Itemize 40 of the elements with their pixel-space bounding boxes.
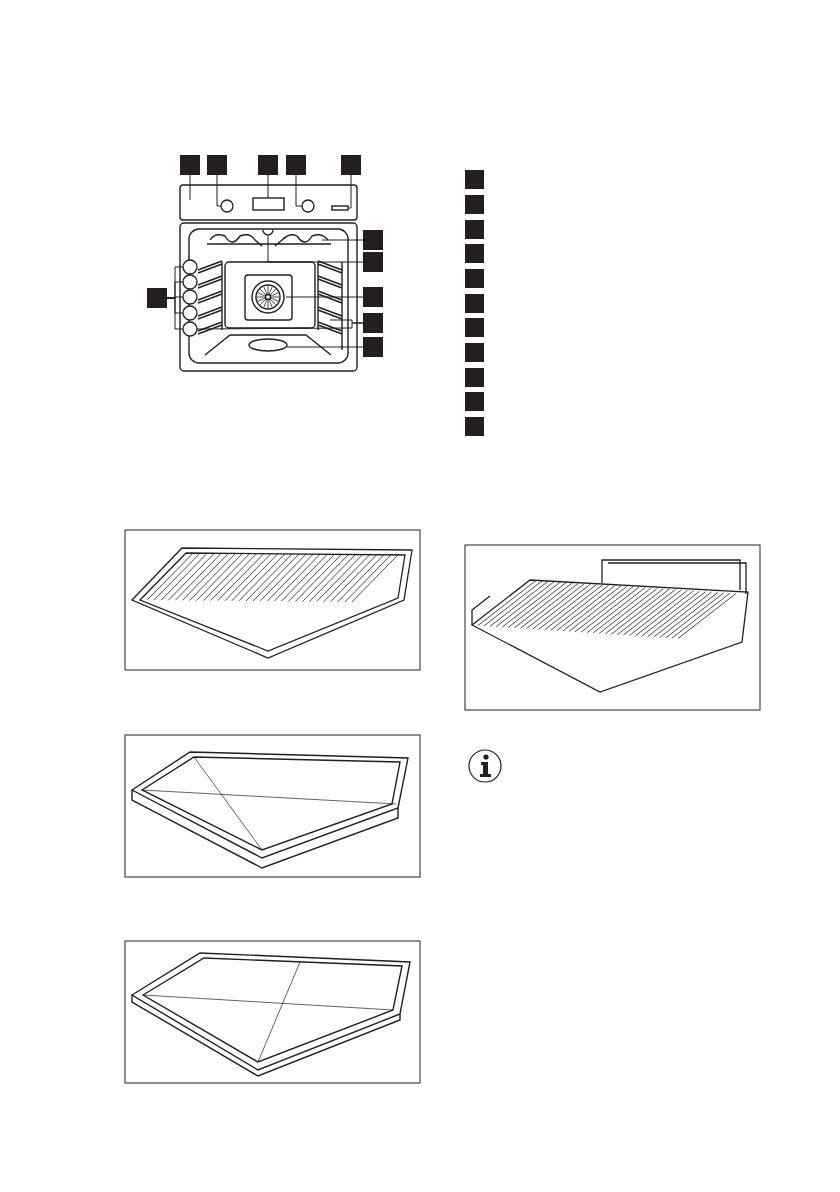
leader-line <box>321 239 364 241</box>
callout-marker <box>465 417 484 436</box>
shelf-position-marker <box>182 305 198 321</box>
leader-line <box>285 296 364 298</box>
leader-line <box>286 346 364 348</box>
callout-marker <box>363 230 383 250</box>
callout-marker <box>363 337 383 357</box>
leader-line <box>267 235 364 263</box>
callout-marker <box>465 318 484 337</box>
callout-marker <box>363 313 383 333</box>
callout-marker <box>465 220 484 239</box>
leader-line <box>347 174 352 209</box>
callout-marker <box>465 170 484 189</box>
callout-marker <box>180 155 200 175</box>
control-knob <box>301 199 315 213</box>
shelf-position-marker <box>182 259 198 275</box>
callout-marker <box>465 244 484 263</box>
callout-marker <box>207 155 227 175</box>
leader-line <box>267 174 269 199</box>
callout-marker <box>465 195 484 214</box>
shelf-position-marker <box>182 289 198 305</box>
callout-marker <box>465 392 484 411</box>
callout-marker <box>465 343 484 362</box>
callout-marker <box>465 294 484 313</box>
shelf-position-marker <box>182 274 198 290</box>
callout-marker <box>363 252 383 272</box>
leader-line <box>295 174 303 207</box>
callout-marker <box>465 269 484 288</box>
shelf-position-marker <box>182 321 198 337</box>
callout-marker <box>363 287 383 307</box>
callout-marker <box>286 155 306 175</box>
leader-line <box>216 174 222 207</box>
control-knob <box>220 199 234 213</box>
leader-line <box>189 174 191 201</box>
callout-marker <box>341 155 361 175</box>
callout-marker <box>465 368 484 387</box>
callout-marker <box>258 155 278 175</box>
leader-line <box>166 297 184 330</box>
callout-marker <box>147 288 167 308</box>
leader-line <box>196 322 364 330</box>
